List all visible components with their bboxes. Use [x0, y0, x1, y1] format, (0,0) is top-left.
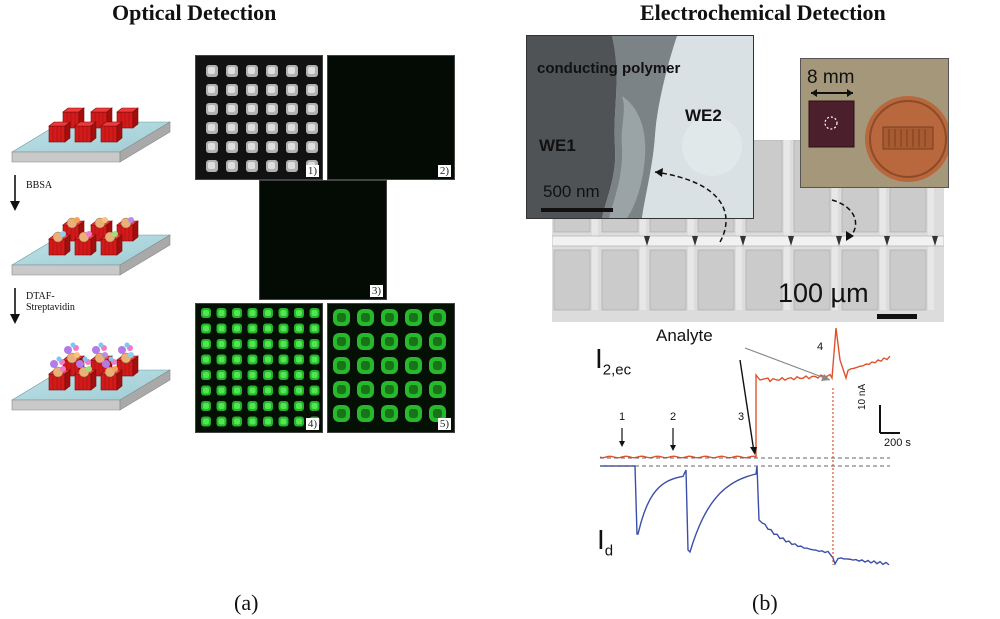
trace-id [600, 465, 890, 566]
sem-inset: conducting polymer WE1 WE2 500 nm [526, 35, 754, 219]
chip-size-label: 8 mm [807, 67, 855, 88]
marker-label-1: 1 [619, 411, 626, 423]
marker-label-3: 3 [738, 411, 745, 423]
analyte-label: Analyte [656, 326, 713, 345]
analyte-arrow [744, 347, 831, 381]
id-subscript: d [604, 542, 614, 560]
trace-id-label: Id [597, 524, 613, 560]
panel-4-label: 4) [305, 418, 319, 430]
caption-b: (b) [752, 590, 778, 615]
polymer-junctions [644, 236, 938, 246]
step-label-bbsa: BBSA [26, 180, 53, 191]
caption-a: (a) [234, 590, 259, 615]
scalebar-x-label: 200 s [884, 437, 911, 449]
surface-schematic [10, 107, 172, 411]
micro-scale-label: 100 µm [778, 278, 869, 308]
current-trace-plot [599, 327, 900, 566]
panel-1-image: 1) [195, 55, 323, 180]
marker-arrow-1 [619, 428, 625, 447]
step-arrow-2 [10, 288, 20, 324]
panel-2-label: 2) [437, 165, 451, 177]
current-scalebar [879, 405, 900, 434]
marker-label-2: 2 [670, 411, 677, 423]
id-symbol: I [597, 524, 605, 555]
panel-1-label: 1) [305, 165, 319, 177]
sem-we1-label: WE1 [539, 136, 576, 155]
sem-we2-label: WE2 [685, 106, 722, 125]
panel-5-image: 5) [327, 303, 455, 433]
trace-i2ec-label: I2,ec [595, 343, 631, 379]
panel-4-image: 4) [195, 303, 323, 433]
sem-scale-label: 500 nm [543, 182, 600, 201]
scalebar-y-label: 10 nA [857, 383, 868, 410]
i2ec-subscript: 2,ec [602, 361, 632, 379]
marker-arrow-2 [670, 428, 676, 451]
panel-2-image: 2) [327, 55, 455, 180]
connector-arrows [654, 168, 857, 243]
step-label-dtaf: DTAF-Streptavidin [26, 291, 75, 313]
protein-decorations [50, 217, 134, 378]
panel-3-image: 3) [259, 180, 387, 300]
electrode-bus-line [552, 235, 944, 247]
panel-3-label: 3) [369, 285, 383, 297]
electrochemical-detection-title: Electrochemical Detection [640, 0, 886, 25]
panel-5-label: 5) [437, 418, 451, 430]
chip-square [808, 100, 855, 148]
chip-photo: 8 mm [800, 58, 949, 188]
step-arrow-1 [10, 175, 20, 211]
i2ec-symbol: I [595, 343, 603, 374]
marker-arrow-3 [739, 359, 757, 455]
trace-i2ec [599, 327, 891, 459]
scalebar-100um [877, 314, 917, 319]
marker-label-4: 4 [817, 341, 824, 353]
optical-detection-title: Optical Detection [112, 0, 277, 25]
sem-polymer-label: conducting polymer [537, 60, 681, 77]
